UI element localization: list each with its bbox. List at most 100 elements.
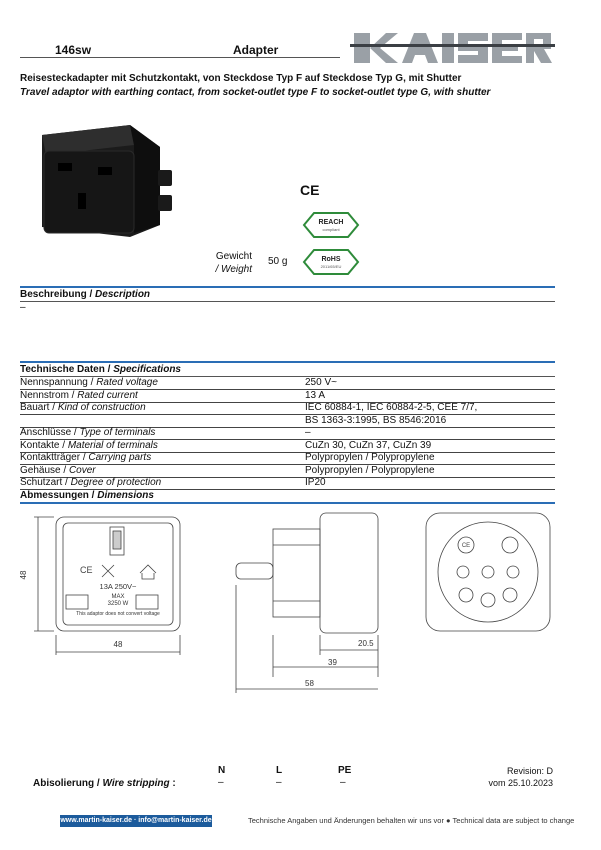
ce-mark: CE <box>300 182 320 198</box>
spec-value: Polypropylen / Polypropylene <box>305 452 435 463</box>
spec-key-de: Schutzart <box>20 477 63 488</box>
front-ce-mark: CE <box>80 565 93 575</box>
rohs-badge: RoHS 2011/65/EU <box>302 249 360 275</box>
specs-top-rule <box>20 361 555 363</box>
product-photo <box>42 125 172 237</box>
spec-key-de: Kontaktträger <box>20 452 81 463</box>
description-top-rule <box>20 286 555 288</box>
spec-key: Kontakte / Material of terminals <box>20 440 158 451</box>
spec-key: Kontaktträger / Carrying parts <box>20 452 151 463</box>
rear-ce-mark: CE <box>462 543 470 549</box>
spec-key: Anschlüsse / Type of terminals <box>20 427 155 438</box>
wire-label-de: Abisolierung <box>33 778 95 789</box>
rohs-sublabel: 2011/65/EU <box>321 264 342 269</box>
description-text: – <box>20 302 26 313</box>
weight-label-en: / Weight <box>215 264 253 275</box>
weight-label: Gewicht / Weight <box>195 250 253 276</box>
front-note: This adaptor does not convert voltage <box>76 611 160 617</box>
product-code: 146sw <box>55 43 92 57</box>
spec-value: 13 A <box>305 389 326 401</box>
side-dim-c: 58 <box>305 679 314 688</box>
spec-value: – <box>305 427 311 438</box>
footer-contact[interactable]: www.martin-kaiser.de · info@martin-kaise… <box>60 815 212 827</box>
kaiser-logo: KAISER <box>350 27 555 69</box>
spec-key: Nennstrom / Rated current <box>20 390 138 401</box>
spec-key-en: Type of terminals <box>79 427 156 438</box>
wire-label: Abisolierung / Wire stripping : <box>33 778 176 789</box>
spec-row: Nennstrom / Rated current 13 A <box>20 390 555 403</box>
dimension-drawing: CE 13A 250V~ MAX 3250 W This adaptor doe… <box>19 512 551 693</box>
spec-key-de: Bauart <box>20 402 50 413</box>
spec-value: IEC 60884-1, IEC 60884-2-5, CEE 7/7, <box>305 402 478 413</box>
specs-title: Technische Daten / Specifications <box>20 364 181 375</box>
wire-value-l: – <box>276 777 282 788</box>
front-watts: 3250 W <box>108 601 129 607</box>
side-dim-b: 39 <box>328 658 337 667</box>
front-rating: 13A 250V~ <box>100 582 138 591</box>
reach-badge: REACH compliant <box>302 212 360 238</box>
spec-key: Nennspannung / Rated voltage <box>20 377 158 388</box>
subtitle-en: Travel adaptor with earthing contact, fr… <box>20 87 491 98</box>
spec-row: Anschlüsse / Type of terminals – <box>20 427 555 440</box>
wire-col-pe: PE <box>338 765 352 776</box>
spec-row: Nennspannung / Rated voltage 250 V~ <box>20 377 555 390</box>
spec-row: Kontakte / Material of terminals CuZn 30,… <box>20 440 555 453</box>
spec-key-en: Degree of protection <box>70 477 162 488</box>
spec-value: 250 V~ <box>305 377 337 388</box>
weight-label-de: Gewicht <box>215 251 252 262</box>
spec-row: Gehäuse / Cover Polypropylen / Polypropyl… <box>20 465 555 478</box>
specs-title-rule <box>20 376 555 377</box>
spec-key: Schutzart / Degree of protection <box>20 477 161 488</box>
front-height-dim: 48 <box>19 570 28 579</box>
wire-value-pe: – <box>340 777 346 788</box>
description-rule <box>20 301 555 302</box>
dimensions-title-en: Dimensions <box>97 490 154 501</box>
spec-key-de: Anschlüsse <box>20 427 72 438</box>
spec-key-separator: / <box>71 427 80 438</box>
subtitle-de: Reisesteckadapter mit Schutzkontakt, von… <box>20 73 462 84</box>
reach-label: REACH <box>319 219 344 226</box>
spec-key-en: Rated current <box>77 389 138 401</box>
spec-value: IP20 <box>305 477 326 488</box>
revision-date: vom 25.10.2023 <box>488 778 553 788</box>
spec-key-en: Cover <box>68 464 96 476</box>
spec-key-de: Nennstrom <box>20 389 69 401</box>
spec-row: BS 1363-3:1995, BS 8546:2016 <box>20 415 555 428</box>
revision: Revision: D <box>506 766 553 776</box>
wire-col-n: N <box>218 765 226 776</box>
spec-key-en: Carrying parts <box>88 452 152 463</box>
footer-disclaimer: Technische Angaben und Änderungen behalt… <box>248 816 575 825</box>
front-width-dim: 48 <box>114 640 123 649</box>
spec-key-separator: / <box>68 389 78 401</box>
wire-col-l: L <box>276 765 283 776</box>
spec-key-en: Kind of construction <box>57 402 146 413</box>
wire-label-en: Wire stripping <box>102 778 170 789</box>
spec-row: Kontaktträger / Carrying parts Polypropyl… <box>20 452 555 465</box>
dimensions-title: Abmessungen / Dimensions <box>20 490 154 501</box>
header-divider <box>20 57 340 58</box>
rohs-label: RoHS <box>321 256 340 263</box>
description-title-en: Description <box>95 289 151 300</box>
spec-key-separator: / <box>49 402 58 413</box>
spec-key-separator: / <box>62 477 71 488</box>
spec-value: CuZn 30, CuZn 37, CuZn 39 <box>305 439 432 451</box>
front-max: MAX <box>111 594 124 600</box>
wire-value-n: – <box>218 777 224 788</box>
spec-key-en: Material of terminals <box>67 439 158 451</box>
specs-title-de: Technische Daten <box>20 364 105 375</box>
specs-title-en: Specifications <box>113 364 181 375</box>
spec-key-de: Nennspannung <box>20 377 88 388</box>
description-title-de: Beschreibung <box>20 289 87 300</box>
spec-row: Schutzart / Degree of protection IP20 <box>20 477 555 490</box>
spec-key: Gehäuse / Cover <box>20 465 96 476</box>
product-title: Adapter <box>233 43 279 57</box>
spec-key-separator: / <box>60 464 69 476</box>
dimensions-rule <box>20 502 555 504</box>
spec-key: Bauart / Kind of construction <box>20 402 146 413</box>
spec-key-separator: / <box>80 452 89 463</box>
dimensions-title-de: Abmessungen <box>20 490 89 501</box>
spec-value: Polypropylen / Polypropylene <box>305 464 435 476</box>
spec-key-de: Kontakte <box>20 439 60 451</box>
spec-row: Bauart / Kind of construction IEC 60884-1… <box>20 402 555 415</box>
spec-key-separator: / <box>59 439 68 451</box>
